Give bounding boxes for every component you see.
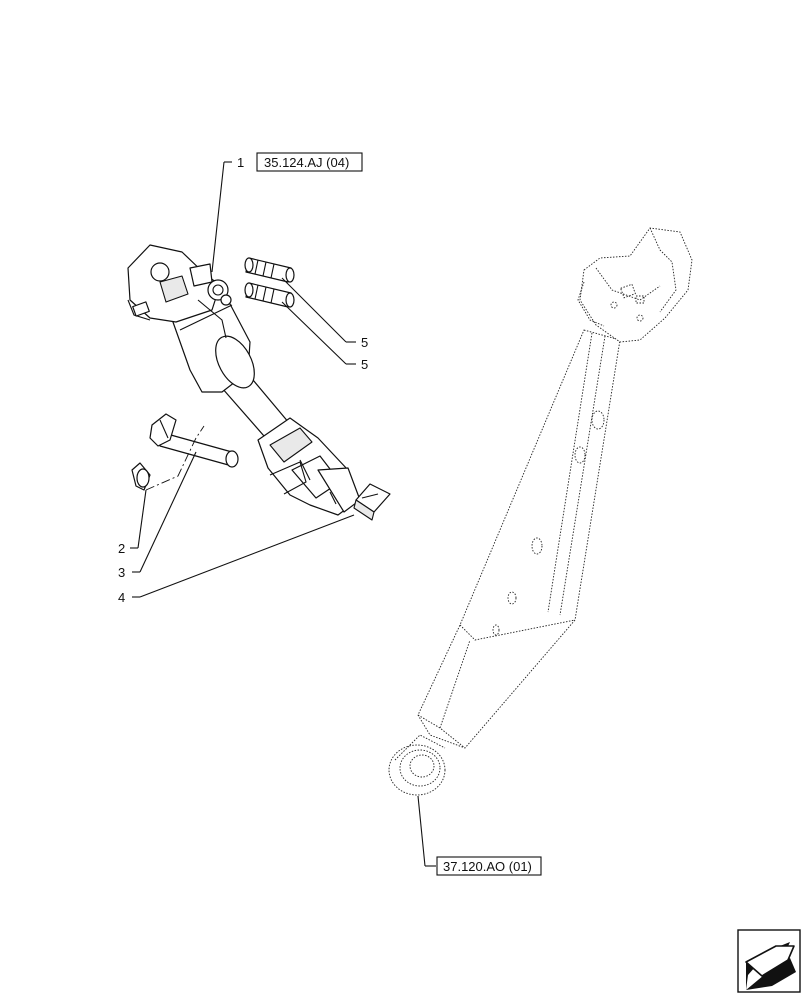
callout-2: 2 [118,541,125,556]
next-page-arrow-icon[interactable] [737,929,801,993]
sleeve-parts [244,257,295,308]
lift-cylinder-assembly [127,244,361,516]
callout-5-lower: 5 [361,357,368,372]
reference-top-text: 35.124.AJ (04) [264,155,349,170]
callout-labels: 1 5 5 2 3 4 [118,155,368,605]
reference-box-top[interactable]: 35.124.AJ (04) [256,152,363,172]
pin-and-clip-parts [131,413,391,521]
callout-4: 4 [118,590,125,605]
lower-link-arm [388,227,693,796]
reference-box-bottom[interactable]: 37.120.AO (01) [436,856,542,876]
leader-lines [130,161,436,867]
callout-3: 3 [118,565,125,580]
callout-5-upper: 5 [361,335,368,350]
callout-1: 1 [237,155,244,170]
reference-bottom-text: 37.120.AO (01) [443,859,532,874]
